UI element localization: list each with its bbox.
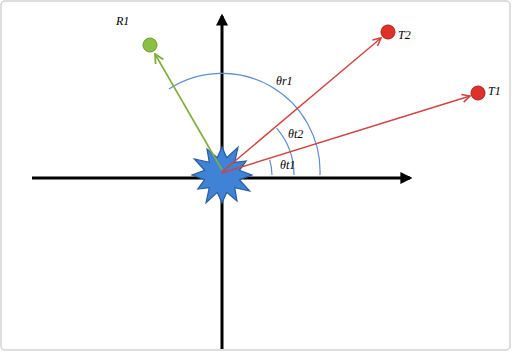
transmitter-dot: [471, 86, 485, 100]
angle-label: θt1: [280, 158, 295, 172]
point-label: R1: [116, 14, 129, 28]
transmit-arrow: [222, 96, 470, 173]
transmit-arrow: [222, 38, 381, 172]
angle-label: θt2: [288, 127, 303, 141]
point-label: T1: [488, 84, 501, 98]
transmitter-dot: [381, 25, 395, 39]
angle-arc: [169, 73, 320, 175]
angle-label: θr1: [276, 74, 293, 88]
receive-arrow: [155, 54, 222, 170]
receiver-dot: [143, 38, 157, 52]
source-burst: [192, 147, 252, 203]
angle-arc: [270, 160, 272, 175]
point-label: T2: [398, 28, 411, 42]
